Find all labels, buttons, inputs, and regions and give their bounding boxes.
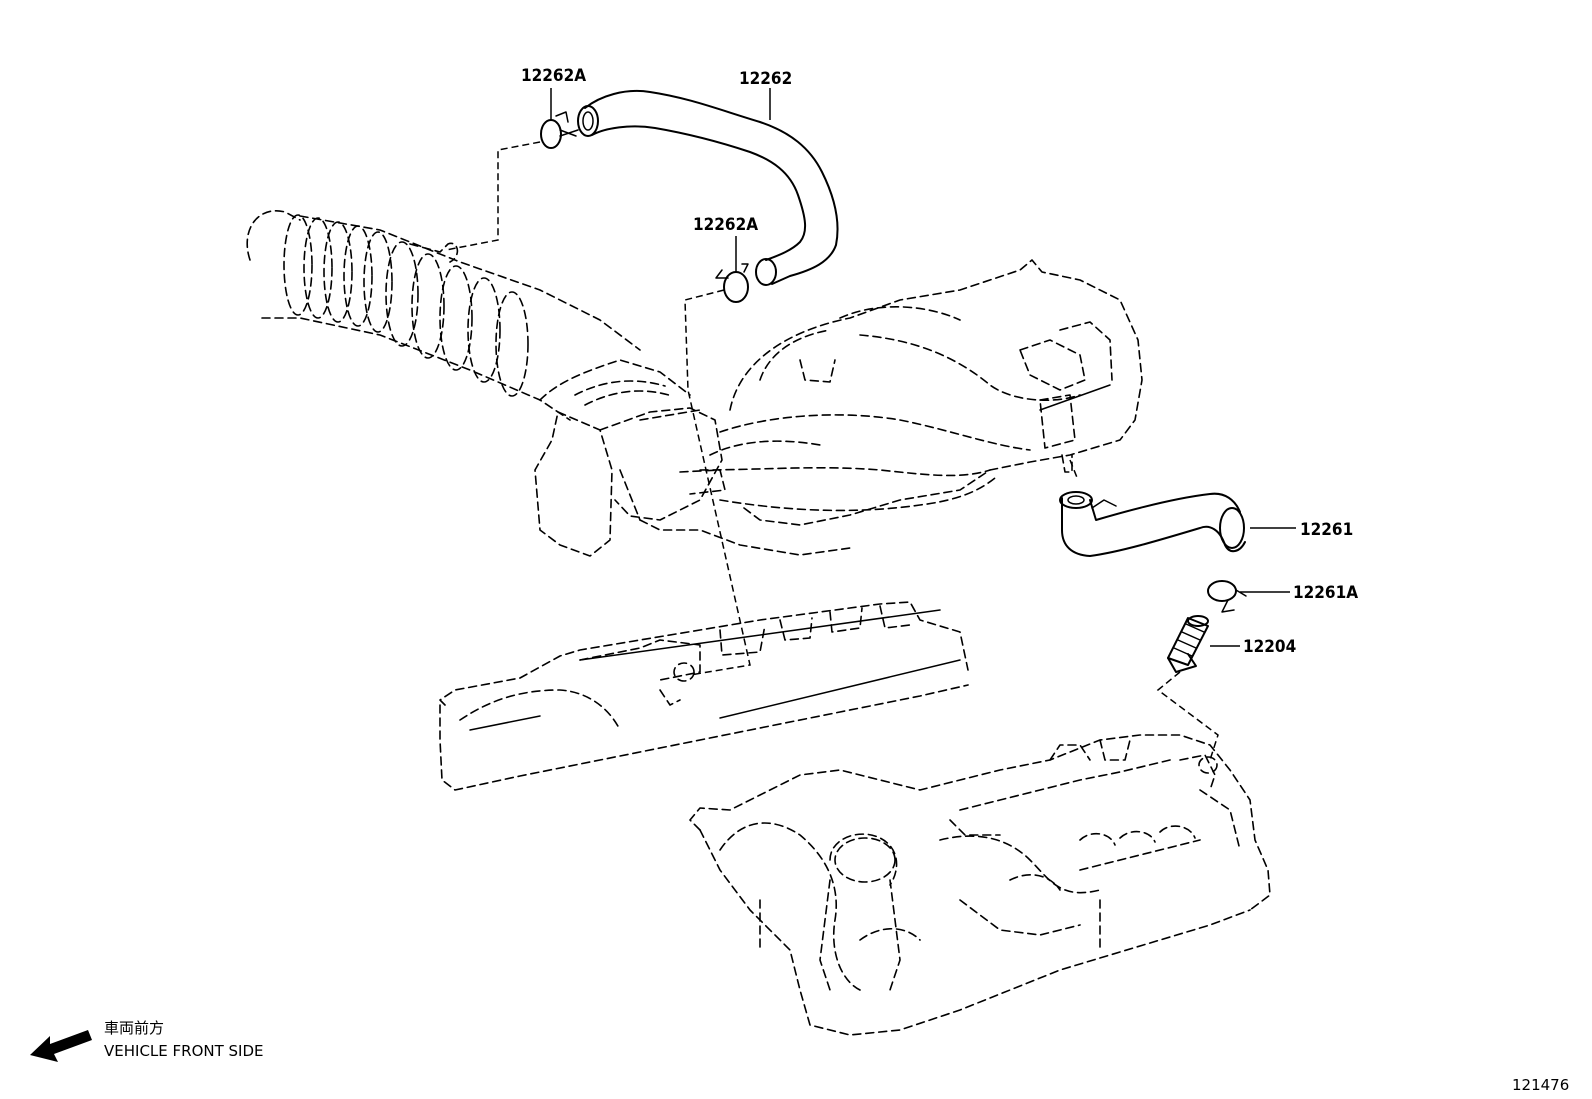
front-arrow-icon	[30, 1030, 92, 1062]
callout-12261A: 12261A	[1293, 583, 1358, 603]
callout-12262A-mid: 12262A	[693, 215, 758, 235]
callout-12204: 12204	[1243, 637, 1296, 657]
clamp-12261A[interactable]	[1207, 580, 1247, 613]
cylinder-head-cover-right	[689, 734, 1271, 1036]
cylinder-head-cover-left	[439, 601, 969, 791]
pcv-valve-12204[interactable]	[1167, 615, 1209, 673]
front-note-japanese: 車両前方	[104, 1019, 164, 1037]
hose-12262[interactable]	[577, 90, 839, 286]
intake-manifold	[619, 259, 1143, 556]
front-note-english: VEHICLE FRONT SIDE	[104, 1042, 264, 1060]
vehicle-front-indicator: 車両前方 VEHICLE FRONT SIDE	[30, 1019, 264, 1062]
callout-12262: 12262	[739, 69, 792, 89]
callout-12262A-top: 12262A	[521, 66, 586, 86]
hose-12261[interactable]	[1059, 491, 1246, 557]
clamp-12262A-mid[interactable]	[715, 263, 749, 303]
callout-12261: 12261	[1300, 520, 1353, 540]
clamp-12262A-top[interactable]	[540, 111, 579, 149]
leader-lines	[550, 88, 1296, 647]
assembly-guide-lines	[445, 141, 1219, 761]
air-intake-duct	[246, 210, 723, 557]
figure-number: 121476	[1512, 1076, 1569, 1094]
